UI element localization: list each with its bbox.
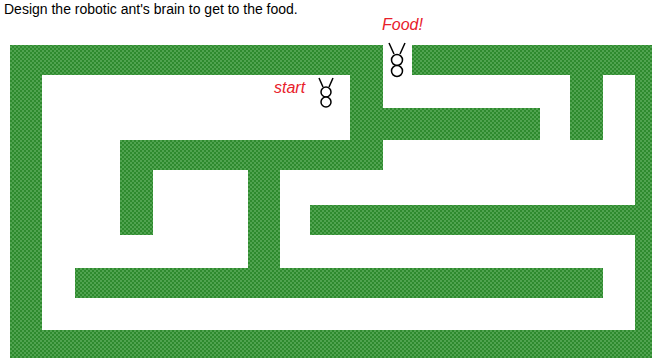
heading-text: Design the robotic ant's brain to get to… — [4, 1, 298, 17]
ant-icon — [319, 78, 333, 107]
goal-label: Food! — [382, 16, 423, 34]
start-label: start — [274, 79, 305, 97]
ant-icon — [389, 43, 405, 77]
maze-walls — [10, 45, 652, 358]
